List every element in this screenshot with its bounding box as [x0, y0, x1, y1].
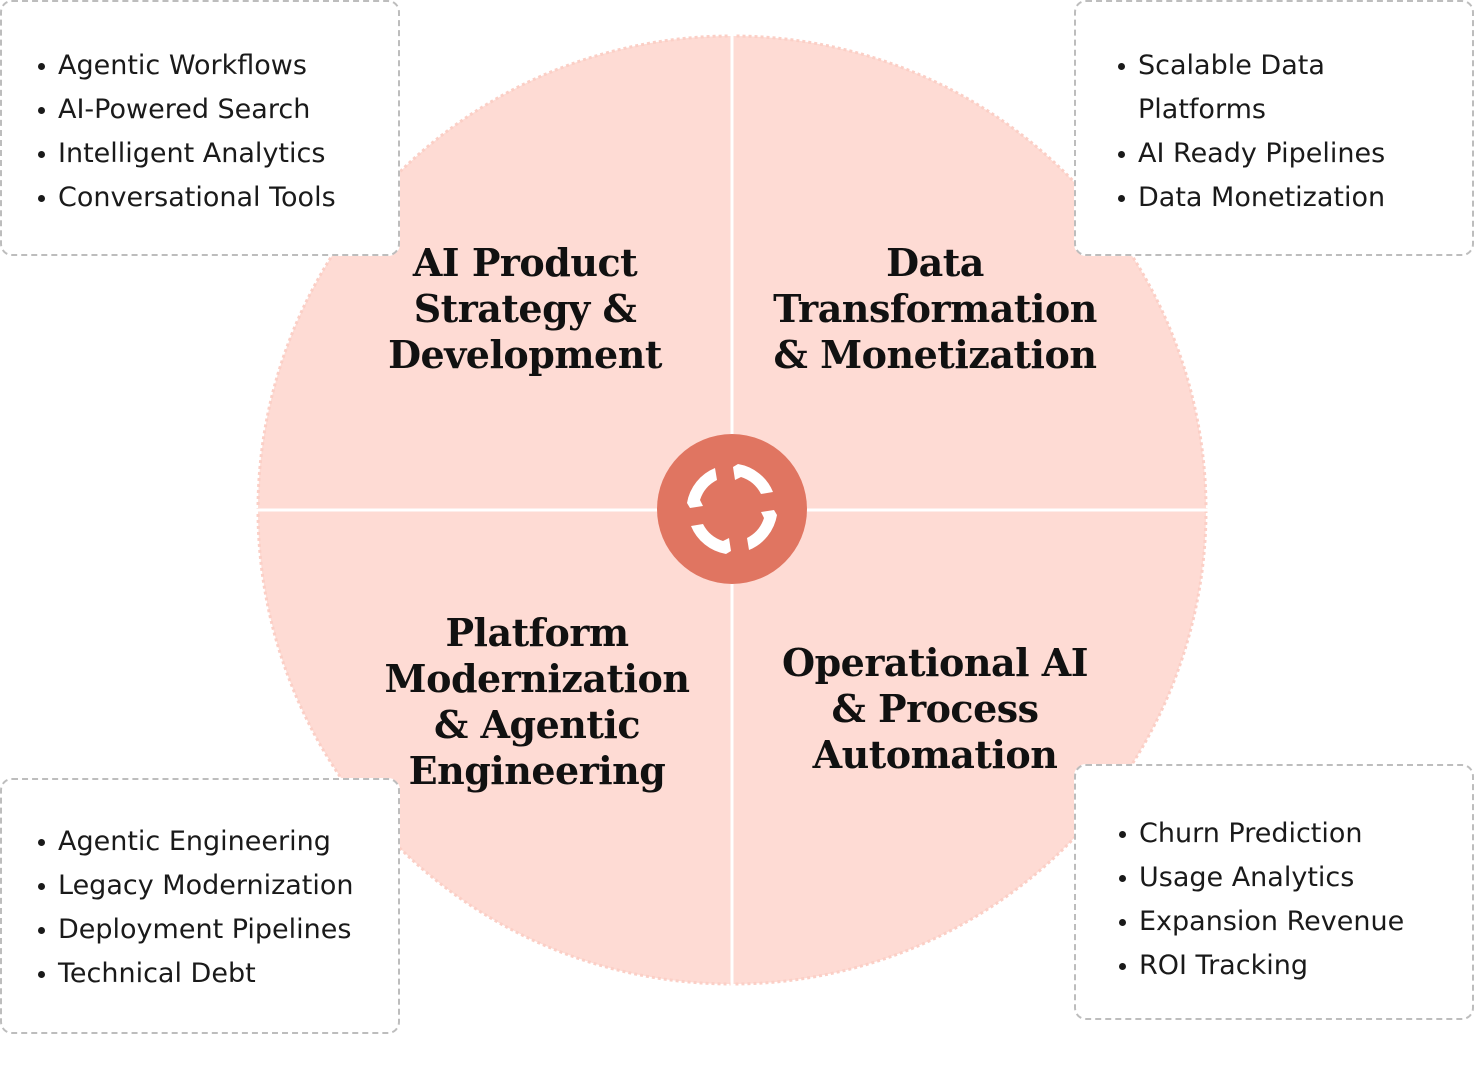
list-item: Intelligent Analytics: [38, 132, 336, 176]
cycle-arrows-icon: [657, 434, 807, 584]
list-item: AI Ready Pipelines: [1118, 132, 1418, 176]
quadrant-title-operational-ai: Operational AI & Process Automation: [782, 640, 1089, 777]
quadrant-title-platform-modernization: Platform Modernization & Agentic Enginee…: [384, 610, 690, 793]
data-transformation-capabilities-box: Scalable Data Platforms AI Ready Pipelin…: [1074, 0, 1474, 256]
list-item: ROI Tracking: [1119, 944, 1404, 988]
capability-list: Scalable Data Platforms AI Ready Pipelin…: [1118, 44, 1418, 220]
list-item: Agentic Workflows: [38, 44, 336, 88]
list-item: Conversational Tools: [38, 176, 336, 220]
list-item: Data Monetization: [1118, 176, 1418, 220]
capability-list: Agentic Engineering Legacy Modernization…: [38, 820, 354, 996]
list-item: Usage Analytics: [1119, 856, 1404, 900]
ai-product-capabilities-box: Agentic Workflows AI-Powered Search Inte…: [0, 0, 400, 256]
list-item: Agentic Engineering: [38, 820, 354, 864]
capability-list: Churn Prediction Usage Analytics Expansi…: [1119, 812, 1404, 988]
list-item: AI-Powered Search: [38, 88, 336, 132]
list-item: Technical Debt: [38, 952, 354, 996]
list-item: Scalable Data Platforms: [1118, 44, 1418, 132]
list-item: Legacy Modernization: [38, 864, 354, 908]
platform-modernization-capabilities-box: Agentic Engineering Legacy Modernization…: [0, 778, 400, 1034]
quadrant-title-data-transformation: Data Transformation & Monetization: [773, 240, 1097, 377]
capability-list: Agentic Workflows AI-Powered Search Inte…: [38, 44, 336, 220]
quadrant-title-ai-product: AI Product Strategy & Development: [388, 240, 662, 377]
list-item: Expansion Revenue: [1119, 900, 1404, 944]
list-item: Deployment Pipelines: [38, 908, 354, 952]
operational-ai-capabilities-box: Churn Prediction Usage Analytics Expansi…: [1074, 764, 1474, 1020]
list-item: Churn Prediction: [1119, 812, 1404, 856]
